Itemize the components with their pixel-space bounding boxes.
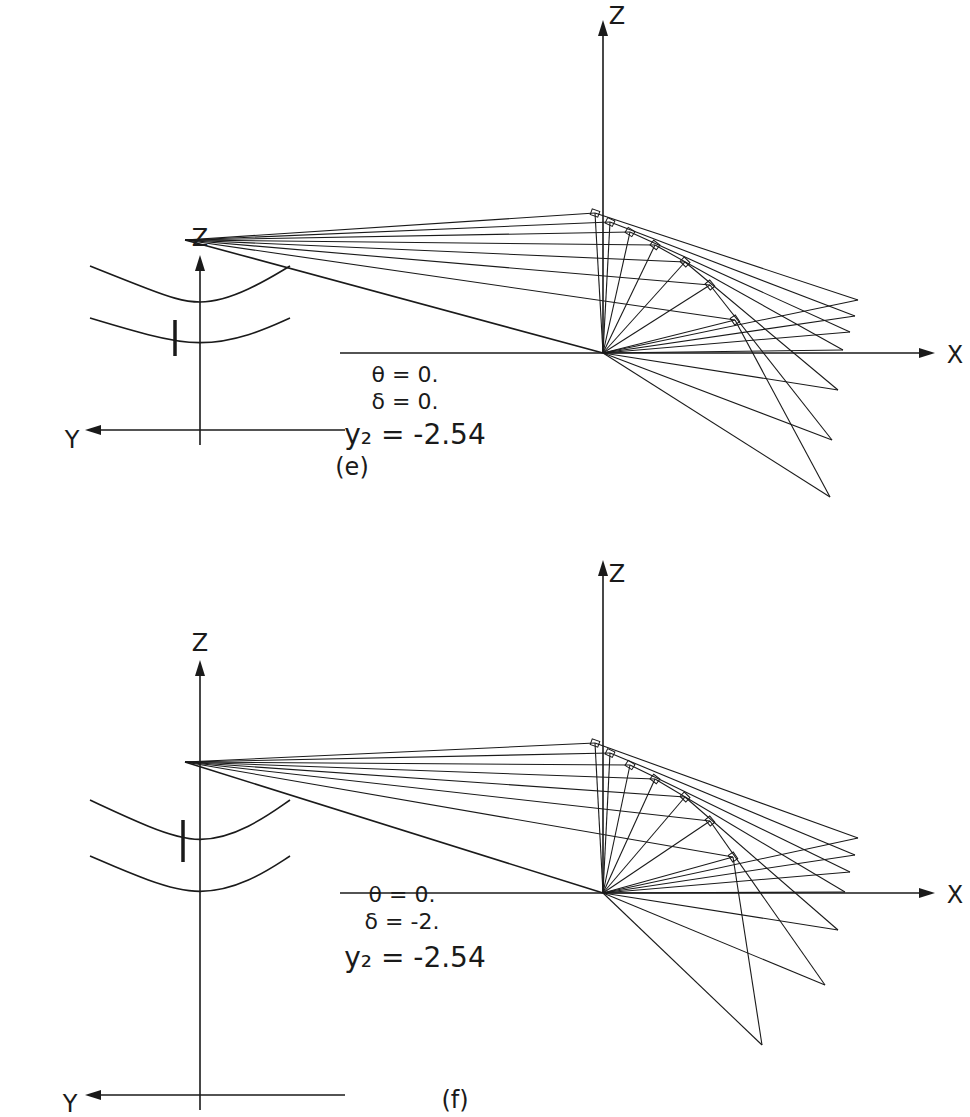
linkage-bar: [603, 316, 855, 353]
linkage-bar: [185, 222, 610, 240]
linkage-bar: [630, 765, 850, 872]
axis-arrowhead: [195, 660, 205, 676]
linkage-bar: [595, 213, 603, 353]
joint-block: [705, 816, 715, 826]
inset-y-axis: [93, 1094, 345, 1096]
joint-block: [650, 240, 660, 250]
linkage-bar: [603, 797, 685, 893]
z-axis: [602, 568, 604, 893]
joint-block: [625, 227, 635, 236]
linkage-bar: [603, 353, 838, 390]
linkage-bar: [185, 762, 685, 797]
linkage-bar: [630, 232, 850, 332]
member-bar: [181, 820, 185, 862]
linkage-bar: [603, 332, 850, 353]
linkage-bar: [603, 300, 858, 353]
axis-arrowhead: [919, 888, 935, 898]
linkage-bar: [603, 893, 838, 930]
linkage-bar: [603, 892, 845, 893]
angle-value: δ = 0.: [372, 391, 439, 413]
linkage-bar: [185, 743, 595, 762]
linkage-bar: [603, 350, 843, 353]
inset-z-axis: [199, 267, 201, 445]
linkage-bar: [185, 240, 603, 353]
angle-value: θ = 0.: [372, 364, 439, 386]
axis-label: Y: [63, 1092, 78, 1116]
joint-block: [680, 792, 690, 802]
linkage-bar: [185, 240, 655, 245]
linkage-bar: [603, 857, 733, 893]
axis-label: Z: [192, 226, 208, 250]
axis-label: Y: [65, 428, 80, 452]
linkage-panel: [85, 560, 935, 1110]
angle-value: δ = -2.: [365, 911, 440, 933]
linkage-bar: [185, 232, 630, 240]
joint-block: [605, 749, 615, 758]
surface-curve: [90, 856, 290, 891]
linkage-bar: [603, 893, 762, 1045]
linkage-bar: [603, 838, 858, 893]
linkage-bar: [735, 320, 830, 497]
linkage-bar: [603, 753, 610, 893]
surface-curve: [90, 318, 290, 343]
linkage-bar: [603, 222, 610, 353]
linkage-bar: [710, 821, 825, 985]
angle-value: θ = 0.: [369, 884, 436, 906]
member-bar: [173, 320, 177, 356]
joint-block: [590, 739, 600, 747]
inset-y-axis: [93, 429, 345, 431]
surface-curve: [90, 800, 290, 839]
linkage-bar: [603, 262, 685, 353]
linkage-bar: [610, 753, 855, 855]
linkage-bar: [603, 353, 830, 497]
linkage-bar: [733, 857, 762, 1045]
axis-label: Z: [609, 562, 625, 586]
linkage-bar: [603, 893, 825, 985]
linkage-bar: [603, 285, 710, 353]
axis-arrowhead: [85, 425, 101, 435]
surface-curve: [90, 266, 290, 302]
linkage-panel: [85, 20, 935, 497]
linkage-bar: [603, 821, 710, 893]
joint-block: [705, 280, 715, 290]
axis-label: Z: [609, 4, 625, 28]
linkage-bar: [685, 262, 838, 390]
linkage-bar: [185, 753, 610, 762]
linkage-bar: [603, 232, 630, 353]
axis-arrowhead: [195, 255, 205, 271]
linkage-bar: [655, 779, 845, 892]
joint-block: [590, 209, 600, 217]
panel-letter: (e): [335, 455, 369, 479]
offset-value: y₂ = -2.54: [344, 421, 486, 449]
axis-arrowhead: [598, 560, 608, 576]
linkage-bar: [603, 855, 855, 893]
joint-block: [728, 852, 737, 862]
linkage-bar: [185, 762, 655, 779]
axis-label: X: [947, 883, 963, 907]
joint-block: [680, 257, 690, 267]
linkage-bar: [595, 743, 603, 893]
linkage-bar: [603, 765, 630, 893]
axis-arrowhead: [598, 20, 608, 36]
linkage-bar: [185, 762, 733, 857]
z-axis: [602, 28, 604, 353]
axis-arrowhead: [85, 1090, 101, 1100]
linkage-bar: [603, 320, 735, 353]
axis-label: Z: [192, 631, 208, 655]
axis-arrowhead: [919, 348, 935, 358]
linkage-bar: [603, 353, 832, 440]
linkage-bar: [185, 762, 603, 893]
offset-value: y₂ = -2.54: [344, 944, 486, 972]
joint-block: [605, 218, 615, 227]
joint-block: [625, 760, 635, 769]
joint-block: [650, 774, 660, 784]
axis-label: X: [947, 343, 963, 367]
linkage-bar: [185, 762, 710, 821]
panel-letter: (f): [441, 1088, 468, 1112]
joint-block: [730, 315, 739, 325]
